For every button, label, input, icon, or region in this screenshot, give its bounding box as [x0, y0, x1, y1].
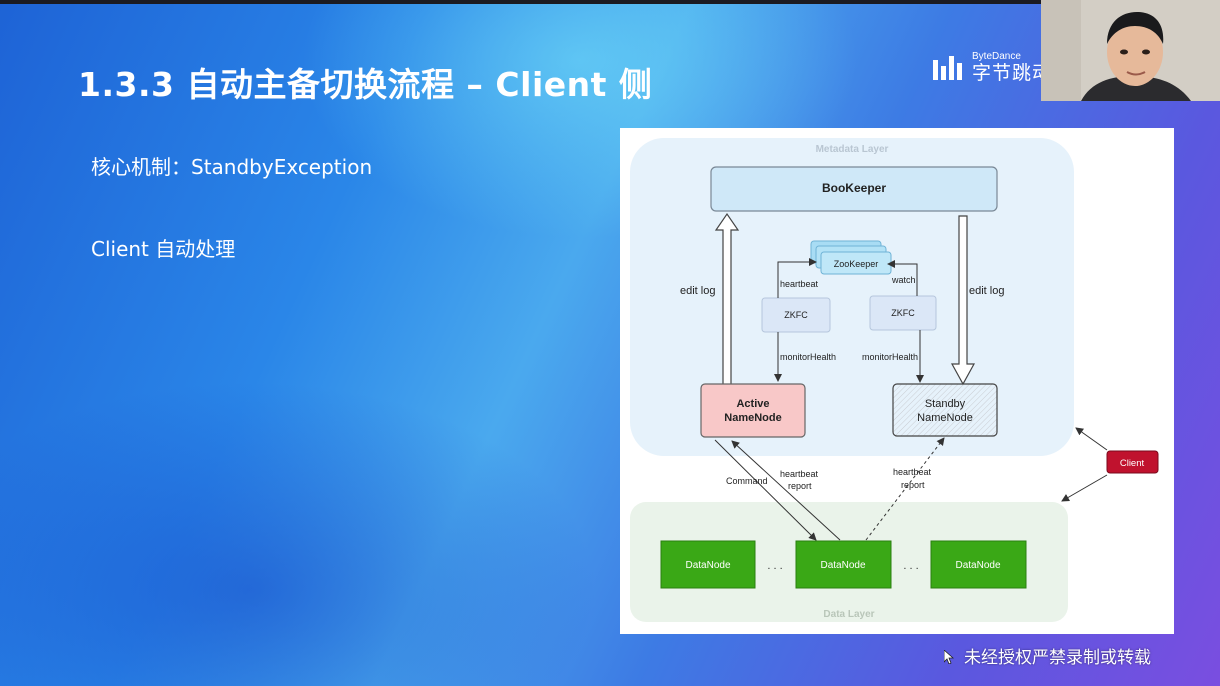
heartbeat-report-right-1: heartbeat [893, 467, 932, 477]
zkfc-right-label: ZKFC [891, 308, 915, 318]
monitor-right-label: monitorHealth [862, 352, 918, 362]
data-layer-label: Data Layer [823, 609, 874, 620]
heartbeat-report-left-2: report [788, 481, 812, 491]
datanode-2-box [795, 540, 892, 589]
slide-title: 1.3.3 自动主备切换流程 – Client 侧 [78, 65, 653, 104]
diagram-svg: Metadata Layer Data Layer BooKeeper edit… [630, 138, 1159, 622]
edit-log-down-arrow [950, 215, 976, 386]
bullet-client-auto: Client 自动处理 [91, 237, 236, 261]
command-arrow [714, 439, 817, 541]
bookkeeper-label: BooKeeper [822, 181, 886, 195]
cursor-arrow-icon [944, 650, 954, 664]
datanode-1-box [660, 540, 756, 589]
edit-log-up-arrow [714, 212, 740, 386]
heartbeat-connector [777, 258, 817, 298]
datanode-2-label: DataNode [820, 560, 865, 571]
heartbeat-report-active-arrow [731, 440, 841, 541]
heartbeat-report-left-1: heartbeat [780, 469, 819, 479]
zookeeper-label: ZooKeeper [834, 259, 879, 269]
client-label: Client [1120, 458, 1145, 469]
zkfc-left-label: ZKFC [784, 310, 808, 320]
monitor-left-label: monitorHealth [780, 352, 836, 362]
datanode-3-box [930, 540, 1027, 589]
watermark-text: 未经授权严禁录制或转载 [946, 643, 1151, 668]
zkfc-right-box [869, 295, 937, 331]
bytedance-logo: ByteDance 字节跳动 [932, 52, 1052, 84]
active-namenode-line2: NameNode [724, 412, 781, 424]
datanode-1-label: DataNode [685, 560, 730, 571]
bytedance-logo-icon [933, 56, 962, 80]
edit-log-left-label: edit log [680, 285, 715, 297]
standby-namenode-box [892, 383, 998, 437]
heartbeat-report-right-2: report [901, 480, 925, 490]
edit-log-right-label: edit log [969, 285, 1004, 297]
client-to-metadata-arrow [1075, 427, 1108, 451]
presenter-avatar [1041, 0, 1220, 101]
active-namenode-box [700, 383, 806, 438]
architecture-diagram: Metadata Layer Data Layer BooKeeper edit… [620, 128, 1174, 634]
bookkeeper-box [710, 166, 998, 212]
datanode-ellipsis-2: . . . [903, 560, 918, 572]
standby-namenode-line2: NameNode [917, 412, 973, 424]
logo-text: ByteDance 字节跳动 [972, 51, 1053, 85]
heartbeat-top-label: heartbeat [780, 279, 819, 289]
standby-namenode-line1: Standby [925, 398, 966, 410]
active-namenode-line1: Active [736, 398, 769, 410]
datanode-3-label: DataNode [955, 560, 1000, 571]
client-box [1106, 450, 1159, 474]
webcam-overlay [1041, 0, 1220, 101]
bullet-core-mechanism: 核心机制：StandbyException [91, 155, 373, 179]
client-to-data-arrow [1061, 474, 1108, 502]
command-label: Command [726, 476, 768, 486]
top-strip [0, 0, 1220, 4]
logo-brand-cn: 字节跳动 [972, 62, 1053, 84]
metadata-layer-label: Metadata Layer [816, 144, 889, 155]
zkfc-left-box [761, 297, 831, 333]
watermark-label: 未经授权严禁录制或转载 [964, 648, 1151, 668]
datanode-ellipsis-1: . . . [767, 560, 782, 572]
watch-connector [887, 260, 918, 296]
logo-brand-en: ByteDance [972, 51, 1021, 62]
watch-label: watch [891, 275, 916, 285]
